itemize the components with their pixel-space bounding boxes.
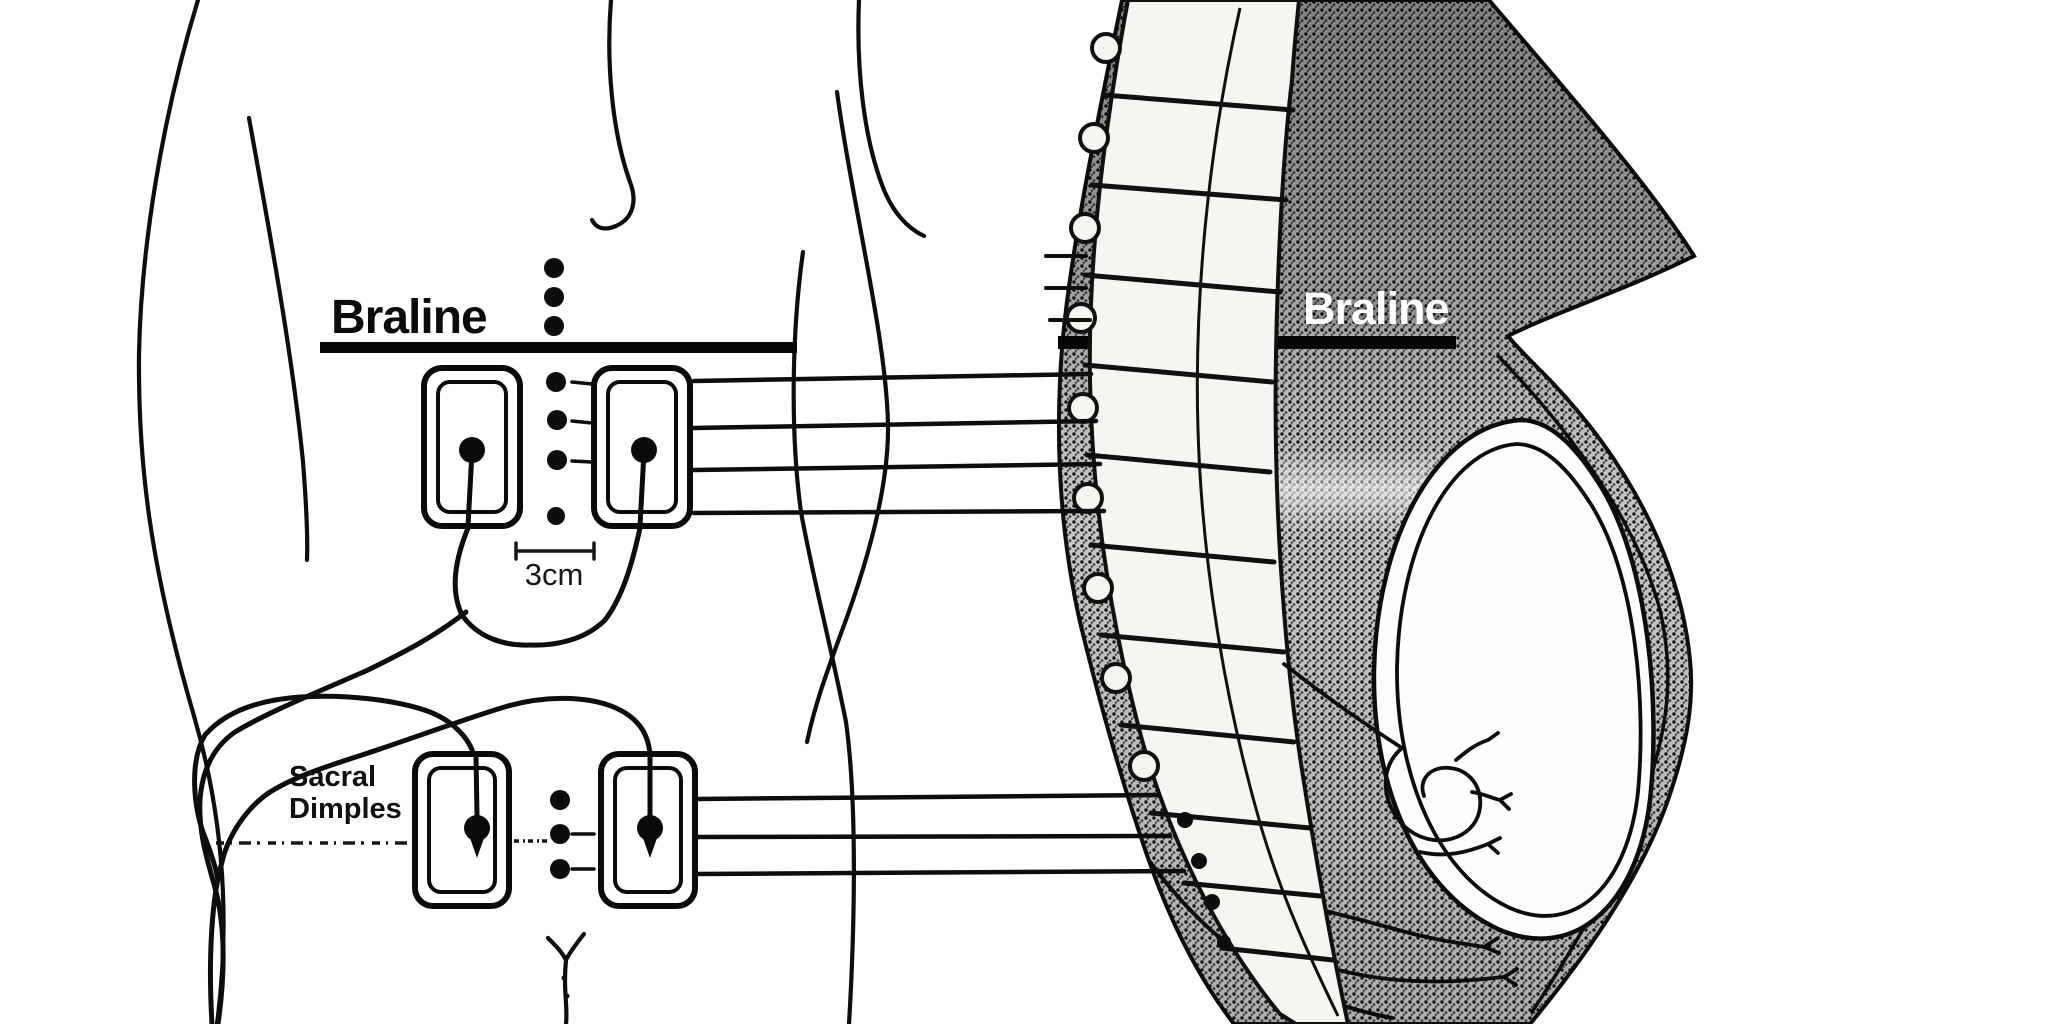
leader-lines-upper (691, 371, 1107, 516)
side-view-figure (1044, 0, 1696, 1024)
braline-bar-left (320, 342, 797, 353)
spine-column (1065, 0, 1351, 1024)
back-view-figure (136, 0, 927, 1024)
electrode-pad-upper-left (421, 365, 523, 529)
vertebral-level-ticks (1044, 254, 1092, 322)
uterine-nerve-plexus (1282, 662, 1513, 857)
electrode-contact-dot (631, 437, 657, 463)
vertebra-separations (1082, 92, 1336, 963)
uterus-outline (1371, 417, 1656, 941)
electrode-contact-dot (464, 815, 490, 841)
braline-label-right: Braline (1303, 283, 1450, 334)
leader-lines-lower (692, 792, 1187, 877)
spinous-dot-column-upper (544, 258, 567, 525)
wire-upper-right (527, 449, 647, 648)
electrode-contact-dot (637, 815, 663, 841)
dot-to-pad-ticks-lower (570, 832, 596, 871)
electrode-wires (192, 449, 653, 1024)
electrode-pads (412, 365, 698, 909)
sacral-dimples-label-line2: Dimples (289, 793, 402, 825)
dot-to-pad-ticks-upper (570, 380, 594, 464)
electrode-pad-lower-right (598, 751, 698, 909)
gap-measurement-label: 3cm (524, 557, 584, 592)
gluteal-cleft (545, 931, 587, 1024)
electrode-pad-upper-right (591, 365, 693, 529)
spinous-processes (1065, 32, 1160, 782)
wire-lower-left (192, 693, 480, 883)
body-outline-right (791, 249, 856, 1024)
electrode-pad-lower-left (412, 751, 512, 909)
arm-inner-right (804, 89, 891, 745)
wire-lower-right (207, 695, 653, 1024)
spinous-dot-column-lower (550, 790, 570, 879)
leader-lines (691, 371, 1187, 877)
body-outline-left (136, 0, 226, 1024)
sacral-dimples-label-line1: Sacral (289, 761, 377, 793)
electrode-contact-dot (459, 437, 485, 463)
wire-merged-cable (197, 609, 469, 1024)
braline-label-left: Braline (331, 291, 488, 344)
spinal-canal-line (1195, 7, 1340, 1017)
arm-inner-left (246, 115, 310, 563)
neck-line-right (856, 0, 927, 239)
gap-measure-3cm (514, 541, 596, 561)
neck-line-left (589, 0, 636, 231)
sacral-nerve-dots (1177, 812, 1231, 949)
